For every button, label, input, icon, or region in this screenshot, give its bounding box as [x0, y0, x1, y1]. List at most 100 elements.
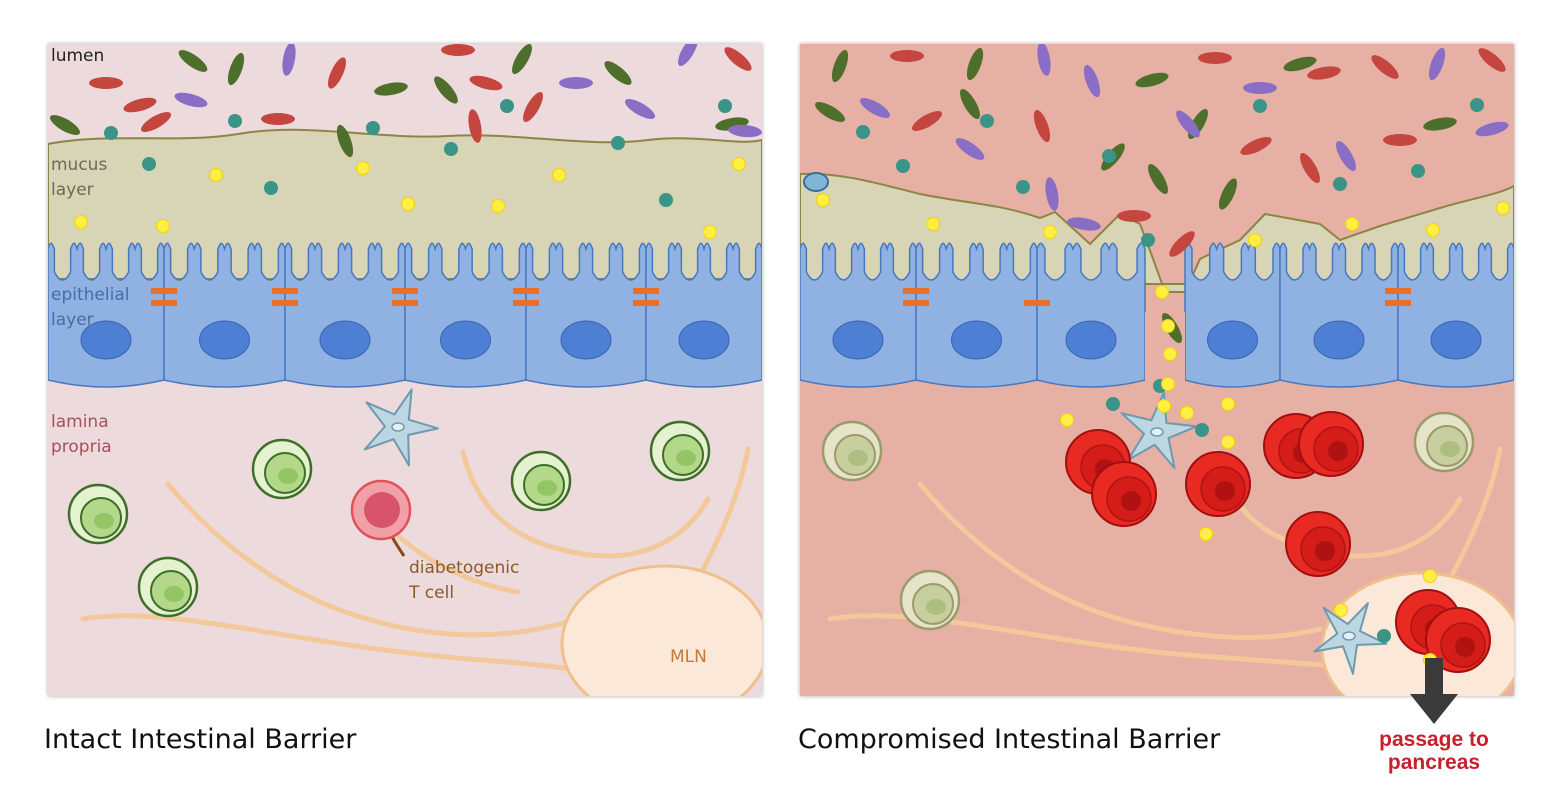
bacterium [831, 49, 849, 83]
epithelial-cell [525, 242, 647, 388]
rbc-center [1315, 541, 1335, 561]
epithelial-cell-body [1184, 242, 1281, 388]
rbc-center [1215, 481, 1235, 501]
bacterium-coccus [611, 136, 625, 150]
antigen-particle [1248, 233, 1262, 247]
lymphocyte [67, 483, 129, 545]
antigen-particle [703, 225, 717, 239]
lymphocyte [649, 420, 711, 482]
bacterium-coccus [500, 99, 514, 113]
lamina-propria-label: lamina propria [51, 412, 112, 457]
bacterium-coccus [366, 121, 380, 135]
lymphocyte-core [926, 599, 946, 615]
bacterium [1169, 231, 1195, 257]
tight-junction [1385, 288, 1411, 294]
compromised-barrier-illustration [800, 44, 1514, 696]
epithelial-nucleus [951, 320, 1002, 360]
epithelial-cell-body [645, 242, 762, 388]
lymphocyte-core [676, 450, 696, 466]
epithelial-cell-body [800, 242, 917, 388]
bacterium [1475, 121, 1509, 137]
bacterium [1307, 66, 1341, 80]
bacterium-coccus [1141, 233, 1155, 247]
bacterium [911, 111, 943, 131]
antigen-particle [1221, 435, 1235, 449]
bacterium [374, 82, 408, 96]
tight-junction [1385, 300, 1411, 306]
tight-junction [1024, 300, 1050, 306]
bacterium [1045, 177, 1059, 211]
antigen-particle [1043, 225, 1057, 239]
antigen-particle [816, 193, 830, 207]
epithelial-cell [163, 242, 286, 388]
bacterium-coccus [856, 125, 870, 139]
bacterium [49, 115, 81, 135]
epithelial-cell-body [284, 242, 406, 388]
bacterium-coccus [1253, 99, 1267, 113]
bacterium [178, 50, 208, 72]
dendritic-cell [363, 388, 439, 467]
red-blood-cell [1285, 511, 1351, 577]
diabetogenic-t-cell-label: diabetogenic T cell [409, 558, 520, 603]
bacterium-coccus [444, 142, 458, 156]
bacterium [1067, 217, 1101, 231]
lymphocyte-core [848, 450, 868, 466]
bacterium [1198, 52, 1232, 64]
lymphatic-fiber [165, 481, 611, 638]
passage-arrow [1410, 658, 1458, 724]
epithelial-nucleus [560, 320, 612, 360]
antigen-particle [1161, 319, 1175, 333]
bacterium [1300, 152, 1320, 184]
bacterium [1148, 163, 1168, 195]
epithelial-layer-label: epithelial layer [51, 285, 130, 330]
tight-junction [151, 300, 177, 306]
lymphocyte [510, 450, 572, 512]
epithelial-cell [48, 242, 165, 388]
red-blood-cell [1425, 607, 1491, 673]
bacterium [624, 99, 656, 119]
rbc-center [1455, 637, 1475, 657]
mesenteric-lymph-node [560, 564, 762, 696]
bacterium [1371, 55, 1399, 79]
bacterium-coccus [1106, 397, 1120, 411]
bacterium [1135, 72, 1169, 88]
bacterium [1083, 64, 1101, 98]
bacterium-coccus [1333, 177, 1347, 191]
bacterium-coccus [104, 126, 118, 140]
epithelial-cell-body [915, 242, 1038, 388]
tight-junction [633, 300, 659, 306]
bacterium [1428, 47, 1446, 81]
epithelial-nucleus [832, 320, 884, 360]
tight-junction [272, 288, 298, 294]
bacterium [1478, 48, 1506, 72]
intact-barrier-caption: Intact Intestinal Barrier [44, 724, 357, 755]
bacterium [1033, 109, 1051, 143]
bacterium [1423, 117, 1457, 131]
epithelial-nucleus [1207, 320, 1258, 360]
antigen-particle [1199, 527, 1213, 541]
epithelial-cell [915, 242, 1038, 388]
epithelial-cell-body [525, 242, 647, 388]
antigen-particle [74, 215, 88, 229]
antigen-particle [1426, 223, 1440, 237]
bacterium [859, 98, 891, 118]
bacterium [123, 97, 157, 113]
down-arrow-icon [1410, 658, 1458, 724]
epithelial-cell [284, 242, 406, 388]
epithelial-cell-body [1279, 242, 1399, 388]
epithelial-cell-body [1397, 242, 1514, 388]
epithelial-nucleus [1430, 320, 1482, 360]
bacterium [174, 92, 208, 108]
antigen-particle [926, 217, 940, 231]
antigen-particle [401, 197, 415, 211]
epithelial-nucleus [1313, 320, 1365, 360]
antigen-particle [1334, 603, 1348, 617]
epithelial-cell-body [48, 242, 165, 388]
lymphocyte [251, 438, 313, 500]
antigen-particle [1157, 399, 1171, 413]
bacterium [890, 50, 924, 62]
red-blood-cell [1091, 461, 1157, 527]
bacterium [282, 44, 296, 76]
rbc-center [1328, 441, 1348, 461]
dendritic-cell [1120, 391, 1198, 469]
